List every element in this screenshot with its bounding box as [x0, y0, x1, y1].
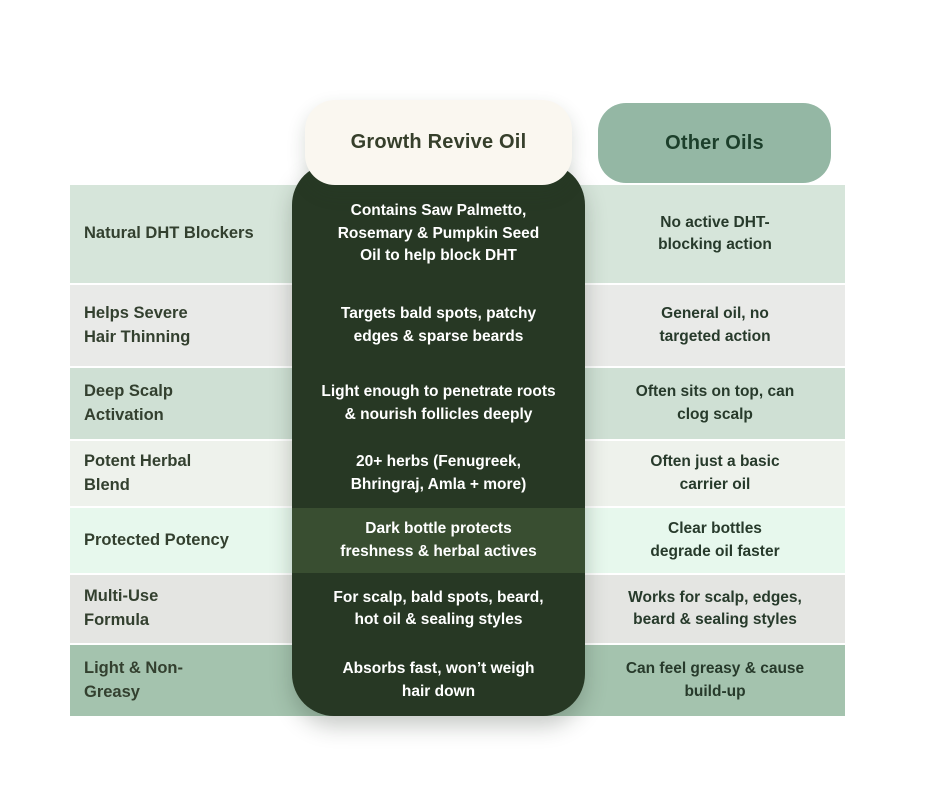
others-value: Clear bottles degrade oil faster [650, 520, 780, 560]
ours-value: For scalp, bald spots, beard, hot oil & … [333, 588, 544, 628]
others-value: Can feel greasy & cause build-up [625, 660, 805, 700]
feature-label: Multi-Use Formula [84, 587, 159, 629]
feature-label: Light & Non- Greasy [84, 658, 183, 701]
ours-value: Targets bald spots, patchy edges & spars… [340, 305, 537, 345]
table-row: Light & Non- Greasy Absorbs fast, won’t … [70, 645, 845, 716]
feature-label: Potent Herbal Blend [84, 451, 192, 494]
ours-value: 20+ herbs (Fenugreek, Bhringraj, Amla + … [350, 453, 527, 493]
ours-header-pill: Growth Revive Oil [305, 100, 572, 185]
others-value: General oil, no targeted action [659, 305, 771, 345]
ours-value: Contains Saw Palmetto, Rosemary & Pumpki… [337, 202, 540, 265]
feature-label: Helps Severe Hair Thinning [84, 303, 191, 346]
ours-value: Absorbs fast, won’t weigh hair down [342, 660, 535, 700]
ours-value: Light enough to penetrate roots & nouris… [321, 383, 556, 423]
ours-value: Dark bottle protects freshness & herbal … [340, 520, 537, 560]
table-row: Natural DHT Blockers Contains Saw Palmet… [70, 185, 845, 283]
feature-label: Deep Scalp Activation [84, 381, 173, 424]
others-value: No active DHT- blocking action [658, 213, 772, 253]
feature-label: Natural DHT Blockers [84, 224, 254, 243]
others-value: Often sits on top, can clog scalp [635, 383, 795, 423]
others-value: Works for scalp, edges, beard & sealing … [628, 588, 802, 628]
table-body: Natural DHT Blockers Contains Saw Palmet… [70, 185, 845, 718]
table-row: Deep Scalp Activation Light enough to pe… [70, 368, 845, 439]
table-row: Potent Herbal Blend 20+ herbs (Fenugreek… [70, 441, 845, 506]
feature-label: Protected Potency [84, 530, 229, 549]
ours-header-label: Growth Revive Oil [350, 131, 527, 153]
table-row: Multi-Use Formula For scalp, bald spots,… [70, 575, 845, 643]
others-header-label: Other Oils [665, 131, 764, 154]
others-header-pill: Other Oils [598, 103, 831, 183]
ours-highlight-cell [292, 508, 585, 573]
table-row: Protected Potency Dark bottle protects f… [70, 508, 845, 573]
table-row: Helps Severe Hair Thinning Targets bald … [70, 285, 845, 366]
others-value: Often just a basic carrier oil [650, 453, 780, 493]
ours-column [292, 163, 585, 716]
